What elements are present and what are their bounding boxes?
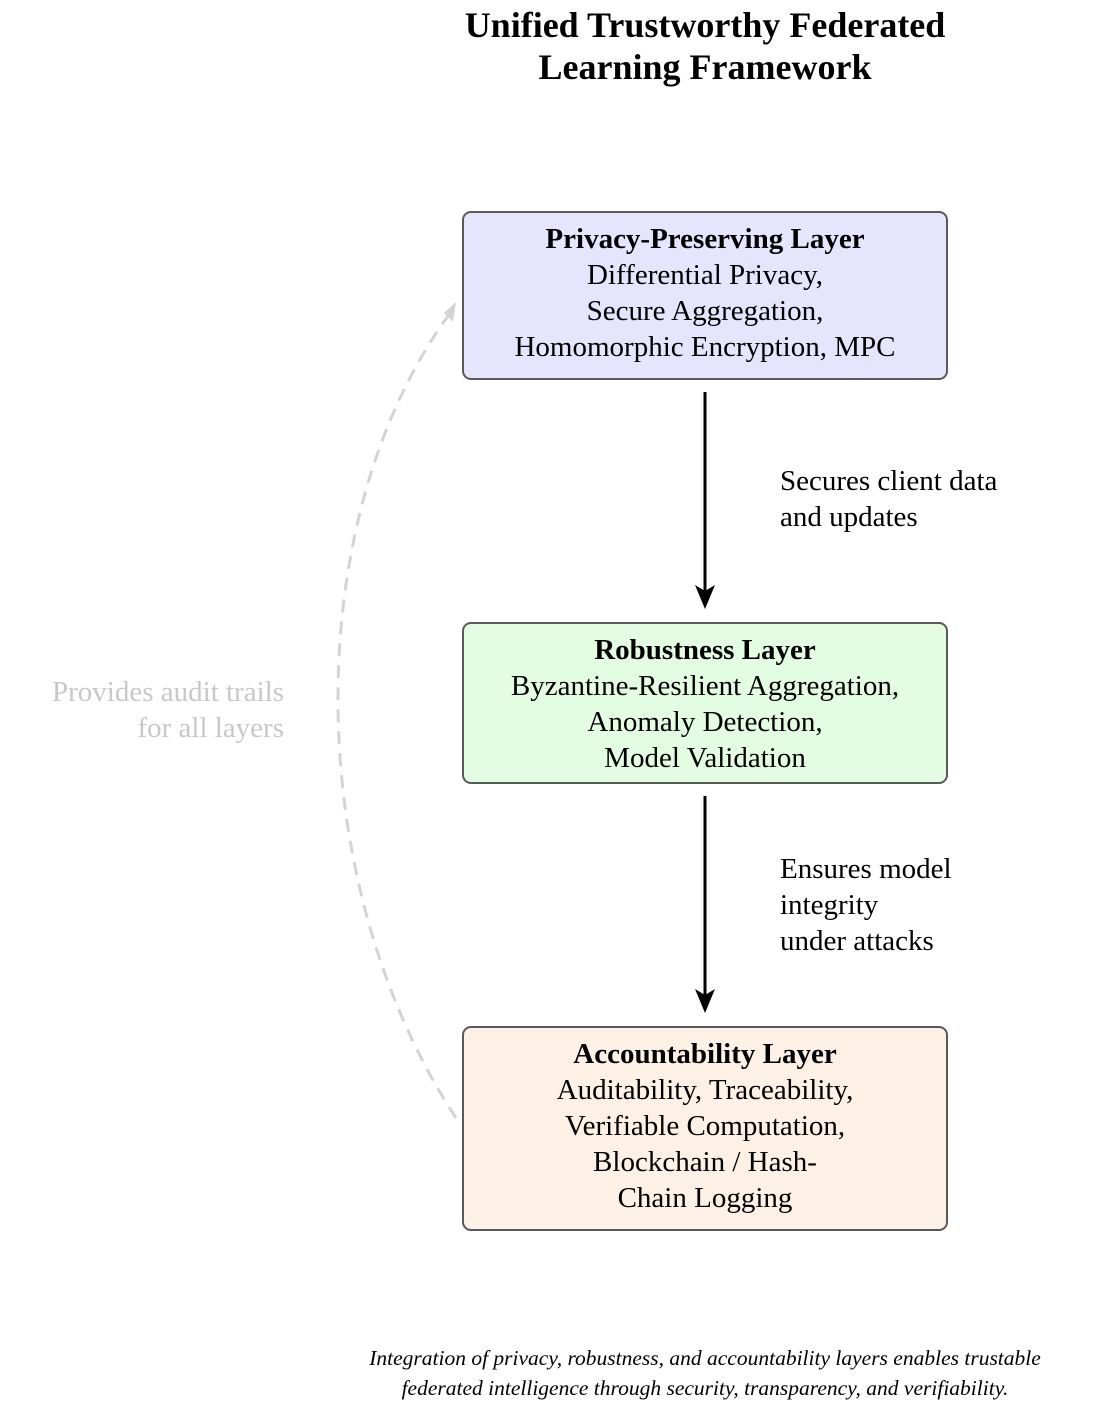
privacy-layer-item: Differential Privacy, <box>587 259 823 291</box>
accountability-layer-item: Verifiable Computation, <box>564 1110 846 1142</box>
audit-label-line: Provides audit trails <box>52 676 284 708</box>
robustness-layer-item: Anomaly Detection, <box>587 706 823 738</box>
edge-label-ensures: Ensures model integrity under attacks <box>780 851 952 959</box>
accountability-layer-item: Auditability, Traceability, <box>556 1074 854 1106</box>
figure-caption: Integration of privacy, robustness, and … <box>300 1343 1103 1403</box>
accountability-layer-item: Chain Logging <box>617 1182 793 1214</box>
privacy-layer-box: Privacy-Preserving Layer Differential Pr… <box>462 211 948 380</box>
privacy-layer-item: Homomorphic Encryption, MPC <box>514 331 896 363</box>
edge-label-line: Secures client data <box>780 465 998 497</box>
edge-label-line: Ensures model <box>780 853 952 885</box>
arrow-privacy-to-robustness <box>695 392 715 609</box>
privacy-layer-heading: Privacy-Preserving Layer <box>545 223 865 255</box>
diagram-title: Unified Trustworthy Federated Learning F… <box>405 4 1005 88</box>
accountability-layer-item: Blockchain / Hash- <box>593 1146 817 1178</box>
edge-label-secures: Secures client data and updates <box>780 463 997 535</box>
caption-line-2: federated intelligence through security,… <box>401 1376 1009 1400</box>
arrow-robustness-to-accountability <box>695 796 715 1013</box>
robustness-layer-box: Robustness Layer Byzantine-Resilient Agg… <box>462 622 948 784</box>
title-line-1: Unified Trustworthy Federated <box>464 5 946 45</box>
caption-line-1: Integration of privacy, robustness, and … <box>369 1346 1041 1370</box>
robustness-layer-item: Byzantine-Resilient Aggregation, <box>510 670 900 702</box>
accountability-layer-heading: Accountability Layer <box>573 1038 837 1070</box>
title-line-2: Learning Framework <box>538 47 872 87</box>
robustness-layer-item: Model Validation <box>604 742 806 774</box>
audit-feedback-arrow <box>336 302 458 1119</box>
edge-label-line: integrity <box>780 889 879 921</box>
robustness-layer-heading: Robustness Layer <box>594 634 816 666</box>
accountability-layer-box: Accountability Layer Auditability, Trace… <box>462 1026 948 1231</box>
privacy-layer-item: Secure Aggregation, <box>586 295 824 327</box>
audit-feedback-label: Provides audit trails for all layers <box>0 674 284 746</box>
audit-label-line: for all layers <box>137 712 284 744</box>
edge-label-line: under attacks <box>780 925 934 957</box>
edge-label-line: and updates <box>780 501 918 533</box>
